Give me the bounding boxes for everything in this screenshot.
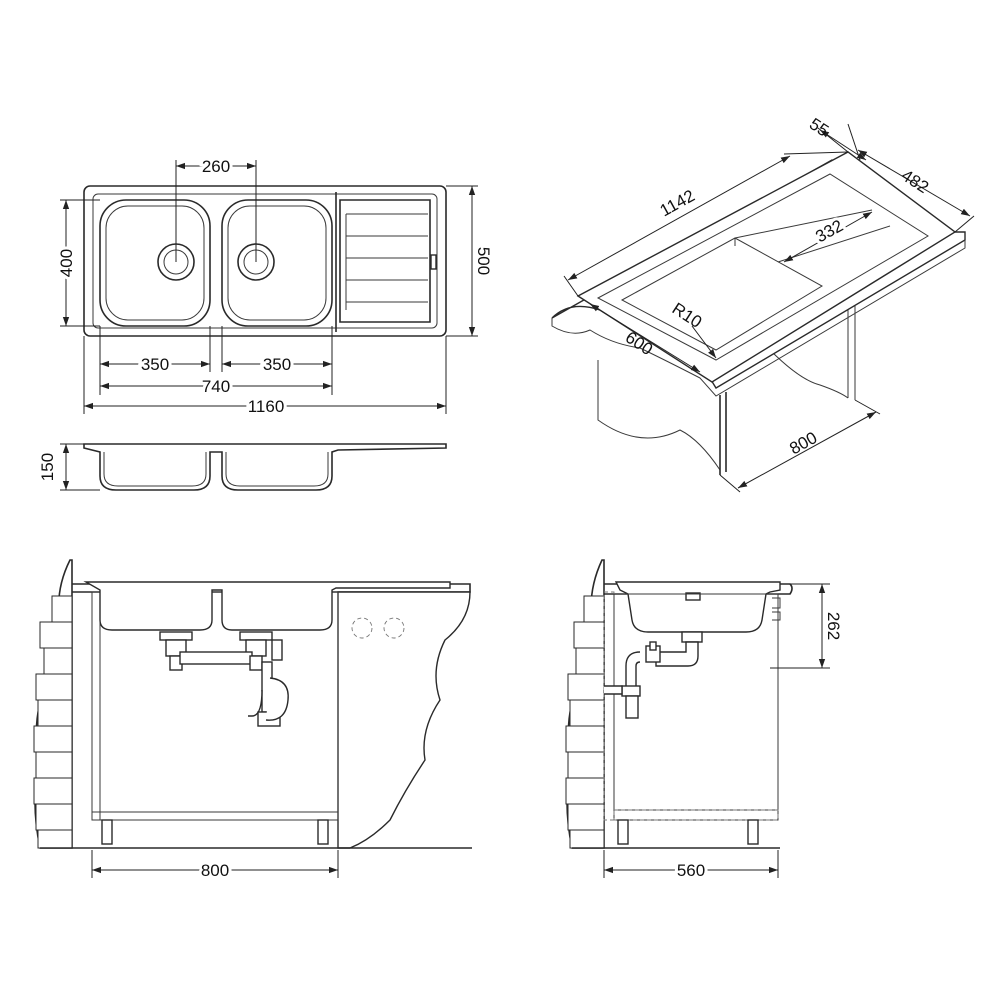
dim-label-740: 740 <box>202 377 230 396</box>
dim-label-800-iso: 800 <box>786 428 820 458</box>
cabinet-left-panel <box>597 360 721 472</box>
dim-line-332 <box>783 211 873 263</box>
dim-label-500: 500 <box>474 247 493 275</box>
left-bowl <box>99 199 211 327</box>
dim-label-260: 260 <box>202 157 230 176</box>
side-sink-bowl <box>614 581 781 633</box>
dim-label-1160: 1160 <box>248 397 285 416</box>
wall-batten <box>603 591 615 821</box>
dim-line-600 <box>589 303 701 373</box>
drainer-grooves <box>345 213 428 310</box>
right-bowl <box>221 199 333 327</box>
socket-left <box>351 617 373 639</box>
sink-profile <box>83 443 447 491</box>
front-sink-bowls <box>83 581 451 631</box>
dim-line-1142 <box>567 155 791 281</box>
dim-label-262: 262 <box>824 612 843 640</box>
overflow-slot <box>430 254 437 270</box>
dim-label-150: 150 <box>38 453 57 481</box>
front-install-view: 800 <box>33 559 472 883</box>
side-leg-left <box>617 819 629 845</box>
dim-line-800-iso <box>737 411 877 489</box>
top-view: 260 400 500 350 350 740 1160 <box>54 154 496 419</box>
cabinet-front-leg <box>719 392 727 475</box>
wavy-worktop-edge <box>337 591 471 849</box>
dim-label-1142: 1142 <box>657 186 698 220</box>
side-leg-right <box>747 819 759 845</box>
dim-label-400: 400 <box>57 249 76 277</box>
brick-wall-left <box>33 559 73 849</box>
side-view: 150 <box>38 443 447 491</box>
sink-profile-inner <box>103 452 329 487</box>
isometric-view: 55 482 1142 332 R10 600 800 <box>551 114 975 493</box>
dim-label-800-front: 800 <box>201 861 229 880</box>
drainer-area <box>335 192 431 332</box>
leg-left <box>101 819 113 845</box>
side-waste-trap <box>604 631 703 719</box>
left-bowl-inner <box>105 205 205 321</box>
brick-wall-right <box>565 559 605 849</box>
leg-right <box>317 819 329 845</box>
side-install-view: 262 560 <box>565 559 846 883</box>
cabinet-front <box>91 591 339 821</box>
dim-label-350-right: 350 <box>263 355 291 374</box>
cabinet-right-panel <box>769 306 856 400</box>
dim-label-560: 560 <box>677 861 705 880</box>
dim-line-482 <box>857 149 971 217</box>
dim-label-350-left: 350 <box>141 355 169 374</box>
right-bowl-inner <box>227 205 327 321</box>
socket-right <box>383 617 405 639</box>
waste-trap <box>159 631 289 727</box>
sink-inner-rim <box>92 193 438 329</box>
sink-outline <box>83 185 447 337</box>
